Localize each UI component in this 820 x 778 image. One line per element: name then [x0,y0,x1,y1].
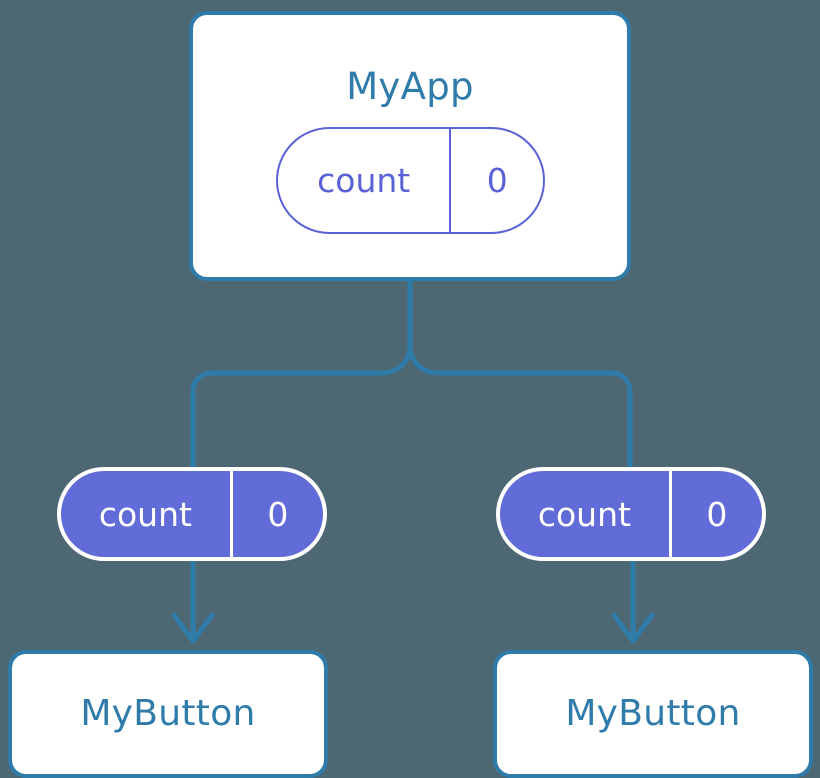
state-node-right-key: count [500,471,672,557]
root-state-pill[interactable]: count 0 [276,127,545,234]
root-state-value: 0 [486,161,508,200]
arrowhead-right [611,612,655,644]
leaf-component-right-card[interactable]: MyButton [493,650,813,778]
root-component-title: MyApp [346,65,474,108]
state-node-left-value: 0 [267,494,289,534]
root-state-key: count [278,129,452,232]
state-node-left-key: count [61,471,233,557]
state-node-left[interactable]: count 0 [57,467,327,561]
leaf-component-left-title: MyButton [80,693,256,734]
arrowhead-left [171,612,215,644]
state-node-right-value: 0 [706,494,728,534]
leaf-component-right-title: MyButton [565,693,741,734]
edge-root-to-state-left [190,278,413,470]
root-component-card[interactable]: MyApp [189,11,631,281]
state-node-right[interactable]: count 0 [496,467,766,561]
leaf-component-left-card[interactable]: MyButton [8,650,328,778]
edge-root-to-state-right [407,278,633,470]
